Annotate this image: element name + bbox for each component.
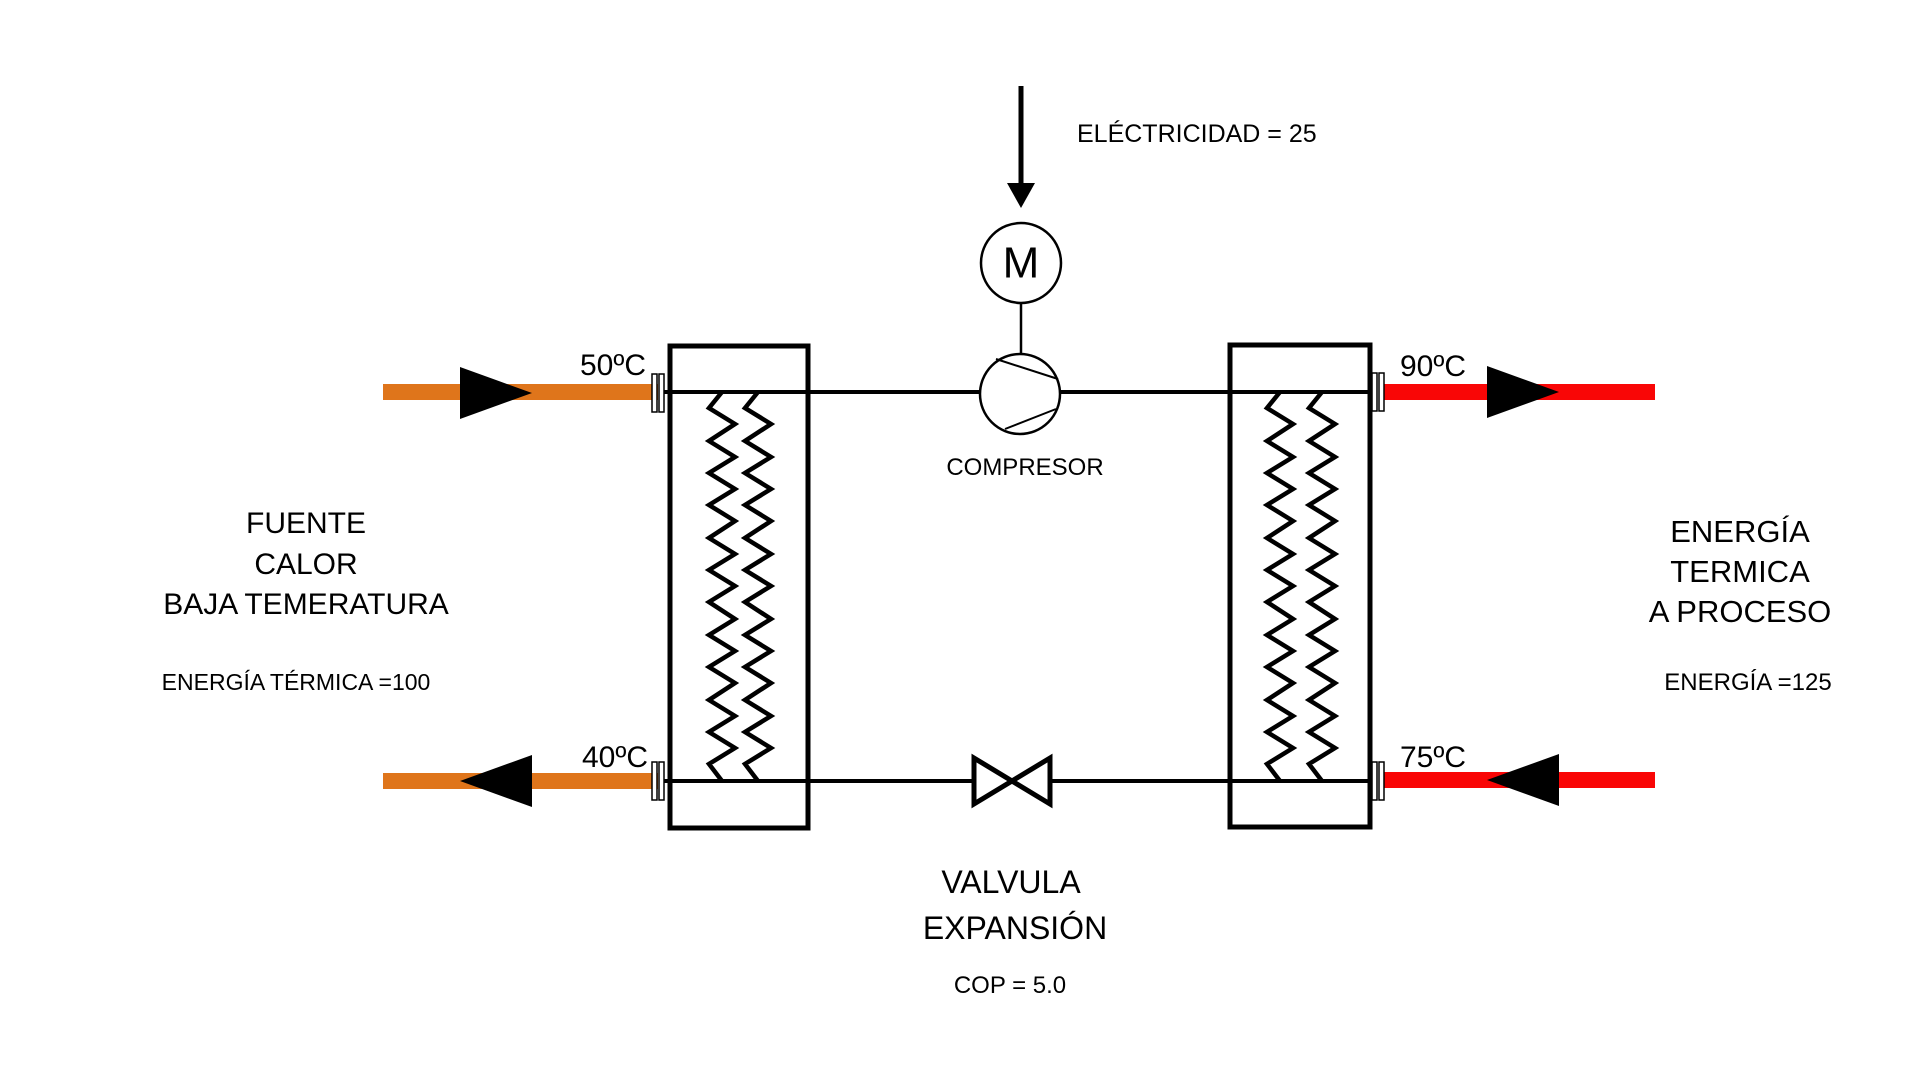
heat-source-energy-label: ENERGÍA TÉRMICA =100 bbox=[162, 669, 431, 695]
flange-bar bbox=[658, 373, 665, 413]
motor-label: M bbox=[1003, 239, 1040, 288]
source-outlet-arrow-icon bbox=[460, 755, 532, 807]
compressor-icon bbox=[978, 352, 1062, 436]
flange-bar bbox=[1371, 372, 1378, 412]
electricity-label: ELÉCTRICIDAD = 25 bbox=[1077, 119, 1317, 148]
condenser-coil-1-icon bbox=[1262, 390, 1298, 783]
compressor-vane-bottom bbox=[1004, 408, 1057, 430]
evaporator-coil-2-icon bbox=[740, 390, 776, 783]
source-inlet-temp-label: 50ºC bbox=[580, 349, 646, 382]
process-outlet-arrow-icon bbox=[1487, 366, 1559, 418]
process-outlet-temp-label: 90ºC bbox=[1400, 350, 1466, 383]
flange-bar bbox=[1378, 761, 1385, 801]
source-outlet-temp-label: 40ºC bbox=[582, 741, 648, 774]
flange-bar bbox=[1378, 372, 1385, 412]
flange-bar bbox=[1371, 761, 1378, 801]
heat-output-title-line1: ENERGÍA bbox=[1670, 514, 1810, 549]
process-inlet-arrow-icon bbox=[1487, 754, 1559, 806]
expansion-valve-title: VALVULA EXPANSIÓN bbox=[923, 864, 1107, 946]
heat-output-title-line3: A PROCESO bbox=[1649, 594, 1832, 629]
heat-source-title: FUENTE CALOR BAJA TEMERATURA ENERGÍA TÉR… bbox=[162, 507, 449, 695]
heat-output-title: ENERGÍA TERMICA A PROCESO ENERGÍA =125 bbox=[1649, 514, 1832, 696]
heat-output-energy-label: ENERGÍA =125 bbox=[1664, 669, 1831, 696]
heat-source-title-line1: FUENTE bbox=[246, 507, 366, 540]
expansion-valve-icon bbox=[971, 753, 1053, 809]
flange-condenser-bottom-icon bbox=[1371, 761, 1385, 801]
valve-right-triangle bbox=[1007, 753, 1053, 809]
compressor-vane-top bbox=[995, 358, 1059, 380]
flange-bar bbox=[651, 761, 658, 801]
flange-evaporator-top-icon bbox=[651, 373, 665, 413]
valve-label-line2: EXPANSIÓN bbox=[923, 910, 1107, 946]
motor-circle bbox=[979, 221, 1063, 305]
process-inlet-temp-label: 75ºC bbox=[1400, 741, 1466, 774]
heat-source-title-line3: BAJA TEMERATURA bbox=[163, 588, 449, 621]
valve-label-line1: VALVULA bbox=[941, 864, 1081, 900]
heat-source-title-line2: CALOR bbox=[254, 548, 357, 581]
flange-evaporator-bottom-icon bbox=[651, 761, 665, 801]
motor-icon: M bbox=[979, 221, 1063, 305]
cop-label: COP = 5.0 bbox=[954, 972, 1066, 999]
heat-output-title-line2: TERMICA bbox=[1670, 554, 1810, 589]
valve-left-triangle bbox=[971, 753, 1017, 809]
condenser-box bbox=[1227, 342, 1373, 830]
electricity-arrow-head bbox=[1007, 183, 1035, 208]
compressor-label: COMPRESOR bbox=[946, 454, 1103, 481]
evaporator-coil-1-icon bbox=[704, 390, 740, 783]
evaporator-box bbox=[667, 343, 811, 831]
flange-bar bbox=[651, 373, 658, 413]
flange-condenser-top-icon bbox=[1371, 372, 1385, 412]
flange-bar bbox=[658, 761, 665, 801]
electricity-arrow-icon bbox=[1007, 86, 1035, 208]
source-inlet-arrow-icon bbox=[460, 367, 532, 419]
condenser-coil-2-icon bbox=[1304, 390, 1340, 783]
